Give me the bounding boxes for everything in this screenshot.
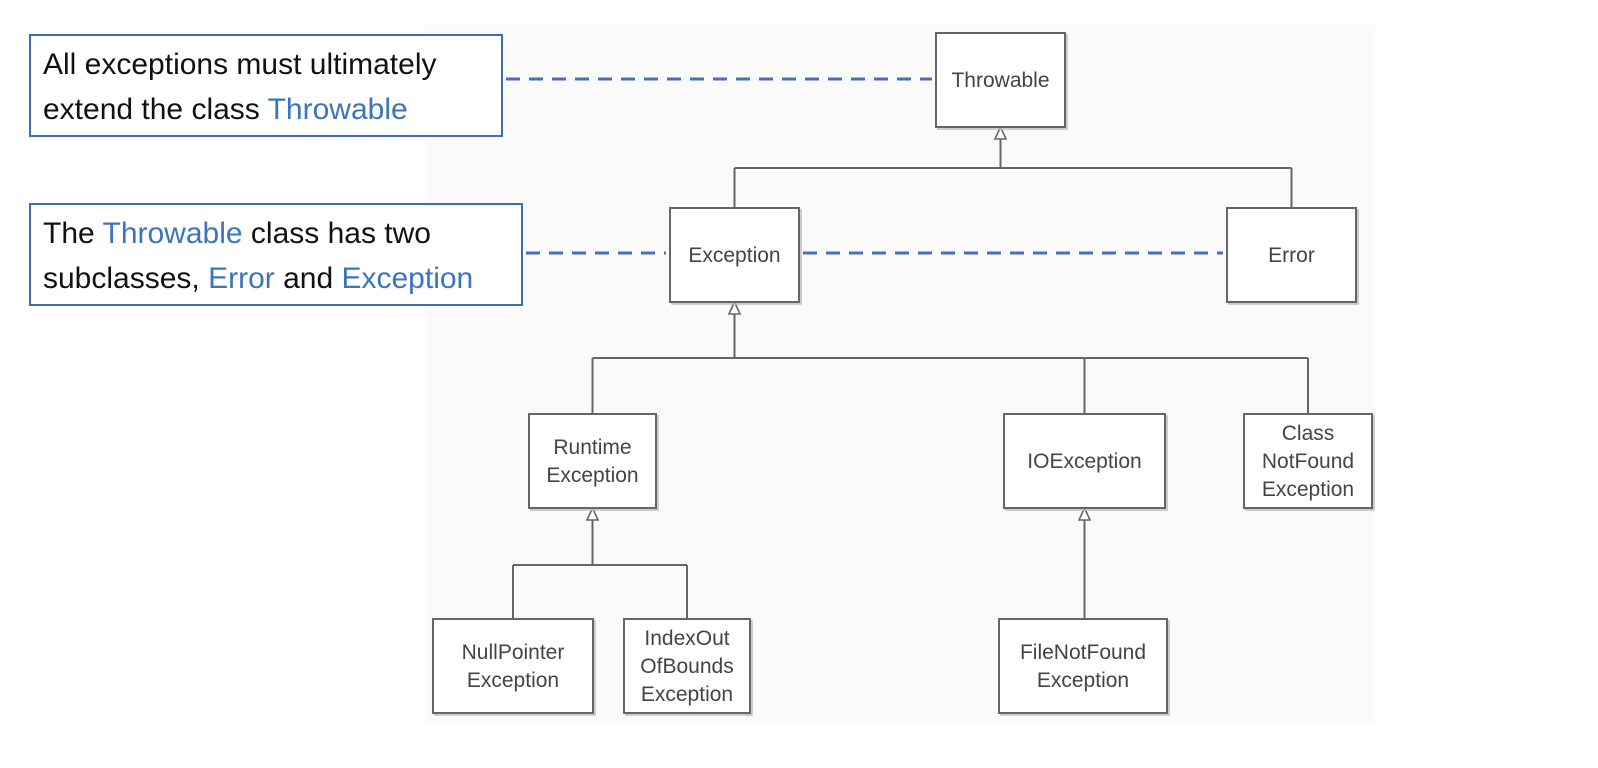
node-box: [1226, 207, 1357, 303]
note-throwable-root: All exceptions must ultimately extend th…: [29, 34, 503, 137]
throwable-node: Throwable: [935, 32, 1068, 130]
io-exception-node: IOException: [1003, 413, 1168, 511]
index-out-of-bounds-exception-label-line: Exception: [641, 683, 733, 706]
file-not-found-exception-label-line: Exception: [1037, 669, 1129, 692]
note-1-line-2-text: extend the class: [43, 93, 268, 126]
note-2-line-2: subclasses, Error and Exception: [43, 256, 509, 301]
io-exception-inheritance-arrowhead: [1077, 506, 1092, 521]
null-pointer-exception-label-line: Exception: [467, 669, 559, 692]
node-box: [528, 413, 657, 509]
diagram-background: [425, 25, 1375, 725]
inheritance-edges: [512, 139, 1309, 619]
note-1-line-1: All exceptions must ultimately: [43, 48, 437, 81]
error-node: Error: [1226, 207, 1359, 305]
exception-label-line: Exception: [688, 244, 780, 267]
note-2-exception-highlight: Exception: [341, 262, 474, 295]
runtime-exception-label-line: Exception: [546, 464, 638, 487]
class-not-found-exception-label-line: Exception: [1262, 478, 1354, 501]
note-2-line-2-middle: and: [274, 262, 342, 295]
node-box: [1243, 413, 1373, 509]
node-box: [935, 32, 1066, 128]
class-not-found-exception-label-line: NotFound: [1262, 450, 1354, 473]
file-not-found-exception-label-line: FileNotFound: [1020, 641, 1146, 664]
note-1-throwable-highlight: Throwable: [267, 93, 408, 126]
runtime-exception-inheritance-arrowhead: [585, 506, 600, 521]
throwable-label-line: Throwable: [951, 69, 1049, 92]
exception-node: Exception: [669, 207, 802, 305]
io-exception-label-line: IOException: [1027, 450, 1141, 473]
note-2-line-1: The Throwable class has two: [43, 211, 509, 256]
note-2-throwable-highlight: Throwable: [102, 217, 243, 250]
node-box: [998, 618, 1168, 714]
runtime-exception-label-line: Runtime: [553, 436, 631, 459]
inheritance-arrowheads: [585, 125, 1092, 521]
index-out-of-bounds-exception-label-line: IndexOut: [644, 627, 729, 650]
class-not-found-exception-label-line: Class: [1282, 422, 1335, 445]
node-box: [669, 207, 800, 303]
node-box: [623, 618, 751, 714]
null-pointer-exception-label-line: NullPointer: [462, 641, 565, 664]
node-box: [1003, 413, 1166, 509]
note-2-line-1-prefix: The: [43, 217, 103, 250]
note-throwable-subclasses: The Throwable class has two subclasses, …: [29, 203, 523, 306]
note-connectors: [506, 77, 1223, 255]
note-2-line-2-prefix: subclasses,: [43, 262, 209, 295]
note-2-error-highlight: Error: [208, 262, 275, 295]
index-out-of-bounds-exception-label-line: OfBounds: [640, 655, 733, 678]
error-label-line: Error: [1268, 244, 1315, 267]
node-box: [432, 618, 594, 714]
exception-inheritance-arrowhead: [727, 300, 742, 315]
throwable-inheritance-arrowhead: [993, 125, 1008, 140]
note-2-line-1-suffix: class has two: [242, 217, 431, 250]
note-1-line-2: extend the class Throwable: [43, 87, 489, 132]
